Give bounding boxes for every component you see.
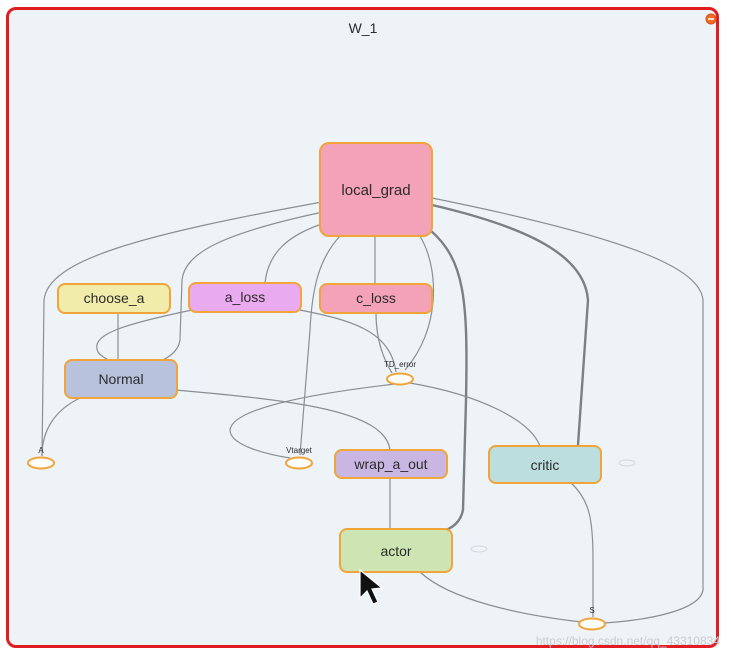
node-local-grad-label: local_grad [341, 182, 410, 199]
edge-aloss-normal [96, 309, 193, 363]
edge-tderror-vtarget [229, 383, 396, 459]
edge-actor-s [419, 571, 583, 623]
edge-localgrad-critic [431, 203, 590, 446]
edge-closs-tderror [375, 312, 393, 374]
node-s-label: S [589, 606, 594, 615]
node-td-error-label: TD_error [384, 360, 416, 369]
edge-localgrad-s [431, 197, 704, 624]
edge-localgrad-aloss [264, 221, 329, 284]
edge-aloss-tderror [299, 309, 397, 373]
edge-tderror-critic [409, 382, 541, 447]
node-critic[interactable]: critic [488, 445, 602, 484]
node-choose-a[interactable]: choose_a [57, 283, 171, 314]
critic-decoration-icon [618, 459, 636, 467]
watermark-text: https://blog.csdn.net/qq_43310834 [536, 634, 720, 648]
node-vtarget-label: Vtarget [286, 446, 313, 455]
node-vtarget[interactable]: Vtarget [285, 446, 313, 470]
node-local-grad[interactable]: local_grad [319, 142, 433, 237]
node-s[interactable]: S [578, 606, 606, 631]
node-a-loss-label: a_loss [225, 289, 265, 305]
node-c-loss-label: c_loss [356, 290, 396, 306]
node-c-loss[interactable]: c_loss [319, 283, 433, 314]
node-wrap-a-out[interactable]: wrap_a_out [334, 449, 448, 479]
edge-normal-wrap [174, 389, 391, 451]
node-choose-a-label: choose_a [84, 290, 145, 306]
edge-localgrad-actor [429, 229, 468, 534]
node-a[interactable]: A [27, 446, 55, 470]
edge-normal-a [41, 397, 81, 457]
edge-localgrad-a [41, 201, 323, 457]
node-decorations [470, 459, 636, 553]
node-actor[interactable]: actor [339, 528, 453, 573]
collapse-icon[interactable] [705, 13, 717, 25]
node-a-loss[interactable]: a_loss [188, 282, 302, 313]
node-normal-label: Normal [98, 371, 143, 387]
edge-localgrad-vtarget [299, 235, 341, 456]
node-td-error[interactable]: TD_error [384, 360, 416, 386]
actor-decoration-icon [470, 545, 488, 553]
edge-localgrad-normal [149, 211, 324, 366]
node-normal[interactable]: Normal [64, 359, 178, 399]
edge-localgrad-tderror [404, 235, 435, 371]
edges [41, 197, 704, 624]
edge-critic-s [569, 481, 594, 617]
node-critic-label: critic [531, 457, 560, 473]
node-a-label: A [38, 446, 44, 455]
graph-title: W_1 [349, 20, 378, 36]
node-actor-label: actor [380, 543, 411, 559]
node-wrap-a-out-label: wrap_a_out [353, 456, 427, 472]
mouse-cursor-icon [359, 568, 384, 605]
